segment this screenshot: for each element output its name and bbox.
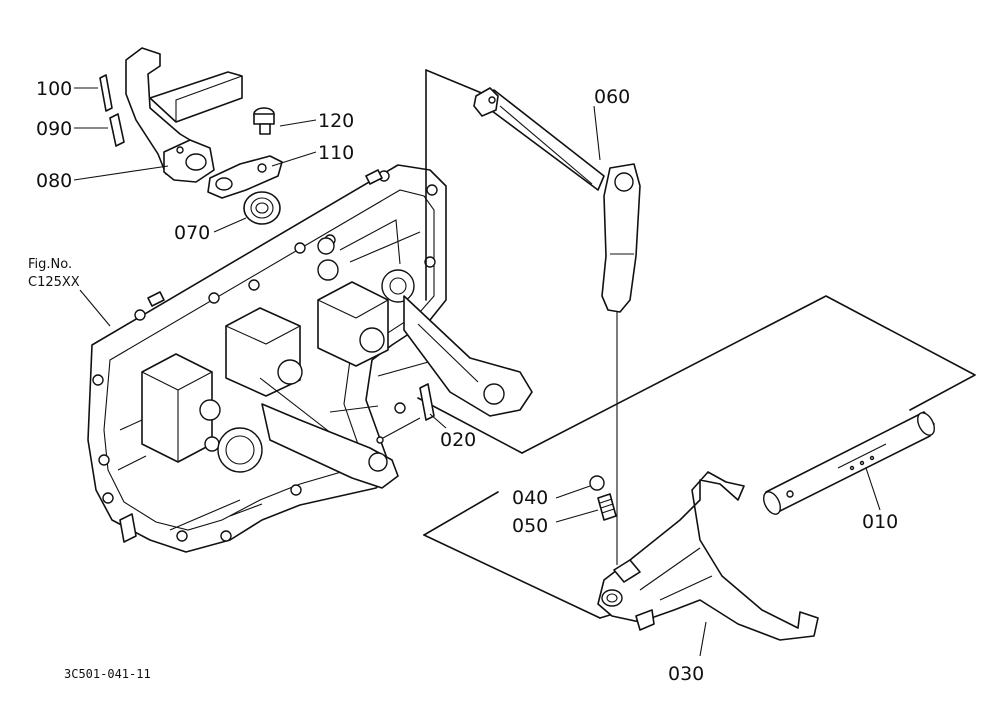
part-010-fork-rod	[763, 411, 935, 515]
drawing-number: 3C501-041-11	[64, 667, 151, 681]
label-110: 110	[318, 142, 354, 164]
figure-ref-line1: Fig.No.	[28, 257, 72, 272]
part-020-pin	[419, 383, 435, 421]
label-040: 040	[512, 487, 548, 509]
label-080: 080	[36, 170, 72, 192]
part-120-bolt	[253, 107, 275, 135]
figure-ref-line2: C125XX	[28, 275, 80, 290]
label-070: 070	[174, 222, 210, 244]
label-060: 060	[594, 86, 630, 108]
part-040-detent-ball	[589, 475, 605, 491]
part-090-spring-pin	[109, 113, 125, 147]
label-030: 030	[668, 663, 704, 685]
label-090: 090	[36, 118, 72, 140]
label-020: 020	[440, 429, 476, 451]
label-100: 100	[36, 78, 72, 100]
label-010: 010	[862, 511, 898, 533]
part-070-oil-seal	[243, 191, 281, 225]
leader-lines	[73, 87, 881, 657]
label-120: 120	[318, 110, 354, 132]
part-080-lever-arm	[125, 47, 243, 183]
part-060-shift-shaft-lever	[473, 87, 641, 313]
transmission-case-cover	[87, 164, 533, 553]
label-050: 050	[512, 515, 548, 537]
part-050-detent-spring	[597, 493, 617, 521]
part-030-shift-fork	[597, 471, 819, 641]
part-110-stopper-plate	[207, 155, 283, 199]
part-100-spring-pin	[99, 74, 113, 112]
